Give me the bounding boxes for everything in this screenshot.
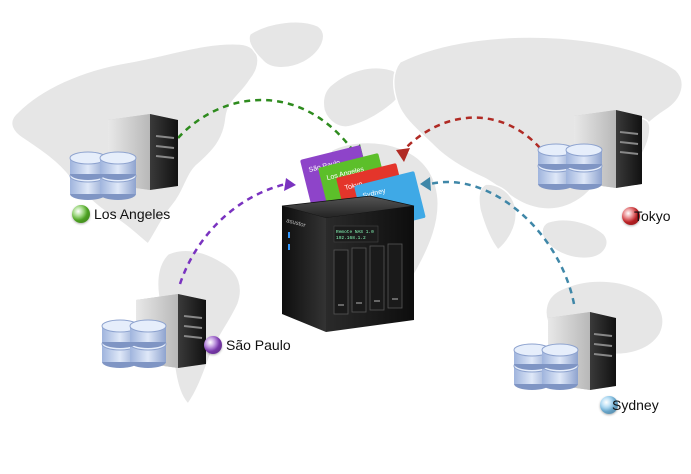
nas-display xyxy=(333,225,379,243)
arrow-sydney xyxy=(429,180,576,305)
map-greenland xyxy=(248,21,325,69)
node-sydney: Sydney xyxy=(600,396,659,414)
status-dot-los-angeles xyxy=(72,205,90,223)
map-europe xyxy=(322,67,404,128)
status-dot-tokyo xyxy=(622,207,640,225)
database-stack-icon xyxy=(537,143,603,190)
city-label-los-angeles: Los Angeles xyxy=(94,206,171,222)
arrow-los-angeles xyxy=(177,98,356,153)
arrow-tokyo xyxy=(401,116,541,153)
status-dot-sydney xyxy=(600,396,618,414)
arrowhead-sao-paulo xyxy=(284,178,296,191)
arrowhead-sydney xyxy=(420,177,431,191)
node-tokyo: Tokyo xyxy=(622,207,671,225)
database-stack-icon xyxy=(101,319,167,368)
status-dot-sao-paulo xyxy=(204,336,222,354)
city-label-tokyo: Tokyo xyxy=(634,208,671,224)
node-los-angeles: Los Angeles xyxy=(72,205,170,223)
nas-brand: asustor xyxy=(285,218,306,229)
nas-screen-line-1: Remote NAS 1.0 xyxy=(336,229,374,235)
nas-device: asustor Remote NAS 1.0 192.168.1.2 xyxy=(281,195,415,332)
nas-led xyxy=(288,232,290,238)
arrow-sao-paulo xyxy=(178,182,287,285)
nas-drive-bays xyxy=(333,243,403,315)
database-stack-icon xyxy=(513,343,579,390)
server-sao-paulo xyxy=(101,294,206,368)
city-label-sydney: Sydney xyxy=(612,397,659,413)
server-los-angeles xyxy=(69,114,178,200)
node-sao-paulo: São Paulo xyxy=(204,336,291,354)
arrowhead-tokyo xyxy=(396,148,410,162)
folder-label-tokyo: Tokyo xyxy=(344,181,364,192)
nas-screen-line-2: 192.168.1.2 xyxy=(336,235,366,241)
map-india xyxy=(478,183,517,252)
server-tokyo xyxy=(537,110,642,190)
database-stack-icon xyxy=(69,151,137,200)
server-sydney xyxy=(513,312,616,390)
map-southeast-asia xyxy=(541,218,608,260)
city-label-sao-paulo: São Paulo xyxy=(226,337,291,353)
